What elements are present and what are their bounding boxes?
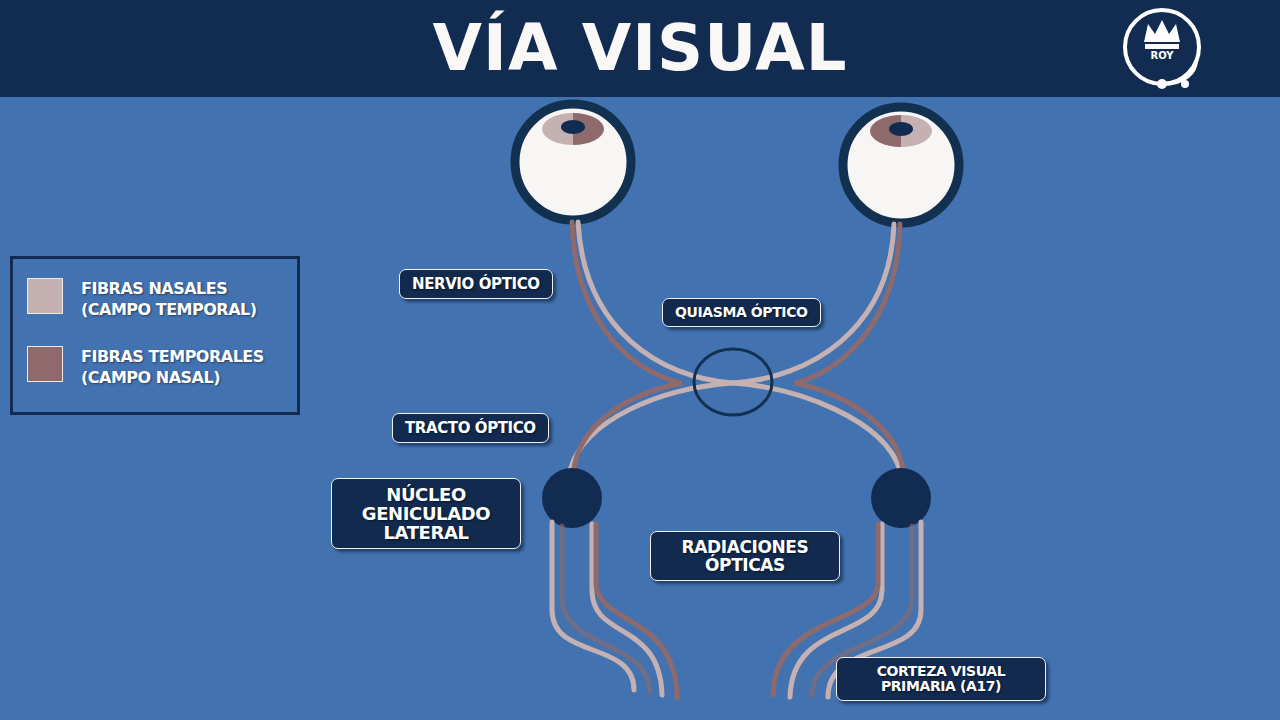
right-eye <box>843 107 959 223</box>
label-box: CORTEZA VISUAL PRIMARIA (A17) <box>836 657 1046 701</box>
page-title: VÍA VISUAL <box>0 4 1280 92</box>
label-text: QUIASMA ÓPTICO <box>675 305 808 320</box>
left-eye <box>515 104 631 220</box>
label-box: QUIASMA ÓPTICO <box>662 298 821 327</box>
label-box: TRACTO ÓPTICO <box>392 413 549 443</box>
label-text: CORTEZA VISUAL PRIMARIA (A17) <box>849 664 1033 694</box>
label-text: TRACTO ÓPTICO <box>405 420 536 436</box>
label-text: NERVIO ÓPTICO <box>412 276 540 292</box>
chiasm-outline <box>694 349 772 415</box>
legend-box: FIBRAS NASALES (CAMPO TEMPORAL) FIBRAS TE… <box>10 256 300 415</box>
legend-swatch <box>27 278 63 314</box>
label-box: RADIACIONES ÓPTICAS <box>650 531 840 581</box>
label-box: NÚCLEO GENICULADO LATERAL <box>331 478 521 549</box>
label-text: NÚCLEO GENICULADO LATERAL <box>344 485 508 542</box>
header-bar <box>0 0 1280 97</box>
legend-entry: FIBRAS NASALES (CAMPO TEMPORAL) <box>27 278 291 320</box>
lateral-geniculate-right <box>871 468 931 528</box>
optic-fibers <box>570 222 903 470</box>
legend-entry: FIBRAS TEMPORALES (CAMPO NASAL) <box>27 346 291 388</box>
logo-text: ROY <box>1146 50 1178 62</box>
logo <box>1125 10 1199 89</box>
legend-text: FIBRAS NASALES (CAMPO TEMPORAL) <box>81 278 291 320</box>
legend-text: FIBRAS TEMPORALES (CAMPO NASAL) <box>81 346 291 388</box>
lateral-geniculate-left <box>542 468 602 528</box>
label-text: RADIACIONES ÓPTICAS <box>663 538 827 574</box>
label-box: NERVIO ÓPTICO <box>399 269 553 299</box>
legend-swatch <box>27 346 63 382</box>
